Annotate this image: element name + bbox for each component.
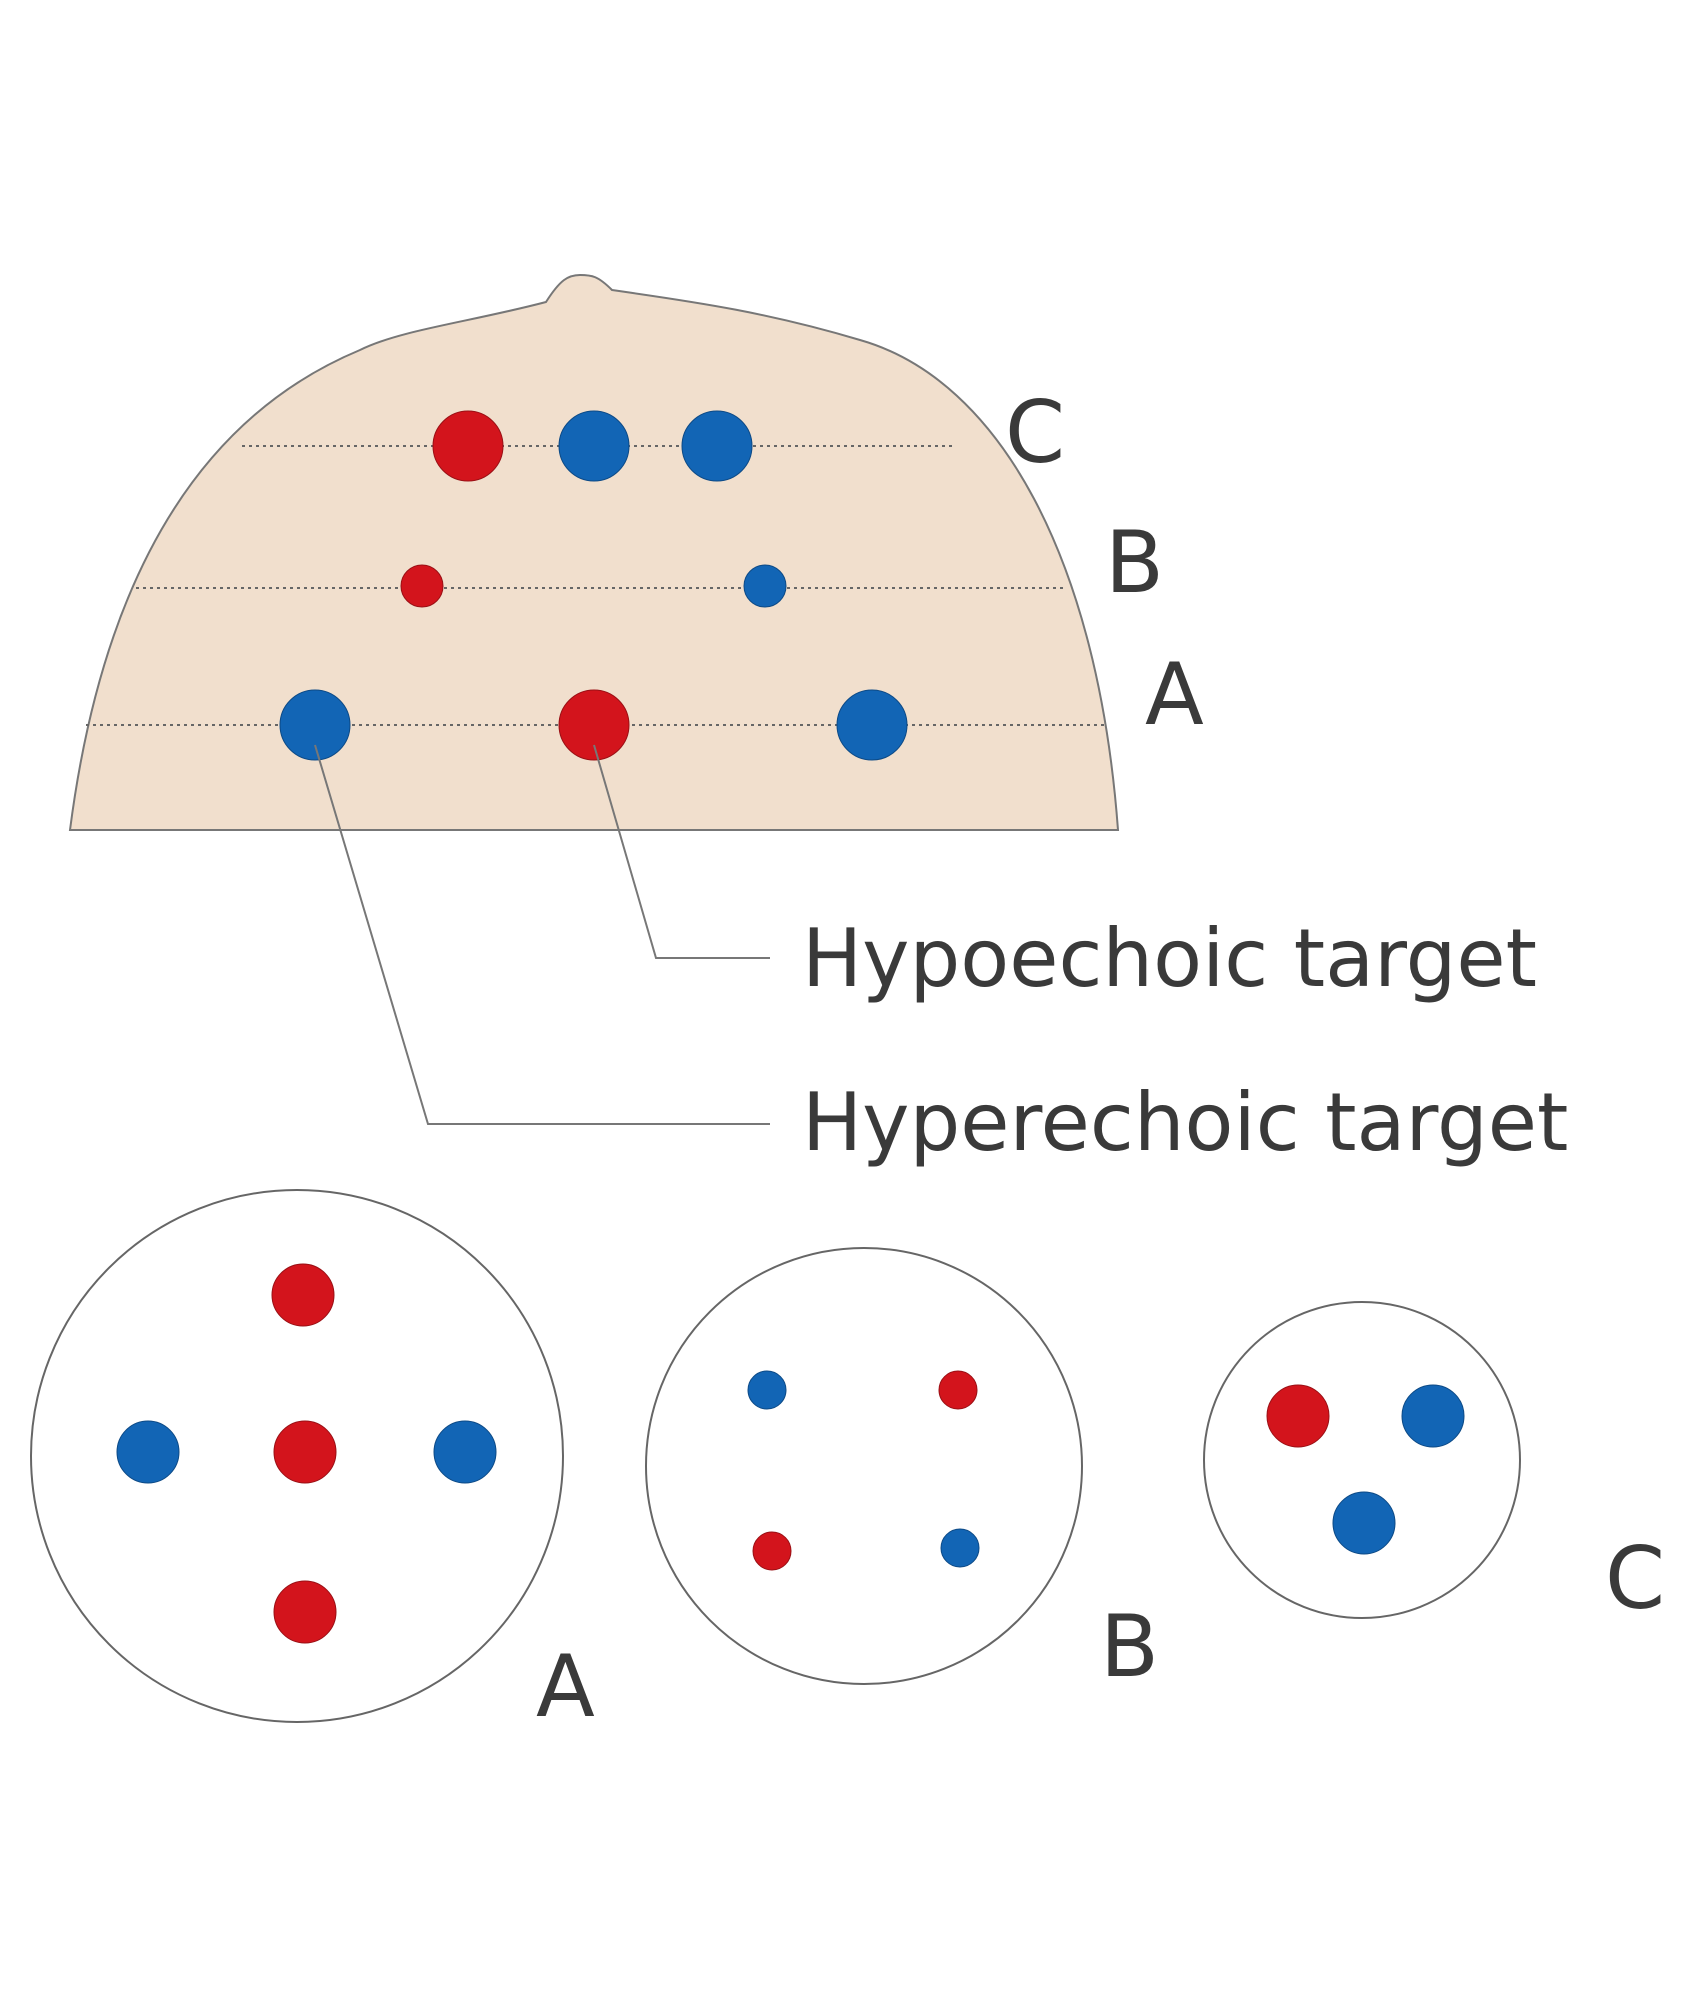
cross-section-label-a: A [536,1637,595,1737]
hyperechoic-target [558,410,630,482]
hypoechoic-target [273,1420,337,1484]
hyperechoic-target [681,410,753,482]
hyperechoic-target [116,1420,180,1484]
hypoechoic-target [432,410,504,482]
hyperechoic-target [1401,1384,1465,1448]
hypoechoic-target [273,1580,337,1644]
hypoechoic-target [1266,1384,1330,1448]
phantom-dome [68,273,1120,831]
hypoechoic-target [558,689,630,761]
hypoechoic-target [400,564,444,608]
hyperechoic-target [279,689,351,761]
hypoechoic-target [271,1263,335,1327]
hyperechoic-target [743,564,787,608]
hypoechoic-label: Hypoechoic target [802,912,1537,1005]
hyperechoic-target [940,1528,980,1568]
level-label-c: C [1005,383,1065,483]
cross-section-b [645,1247,1083,1685]
cross-section-label-c: C [1605,1529,1665,1629]
level-label-b: B [1105,513,1164,613]
cross-section-label-b: B [1100,1597,1159,1697]
cross-section-c [1203,1301,1521,1619]
hyperechoic-target [747,1370,787,1410]
level-label-a: A [1145,645,1204,745]
hypoechoic-leader-line [593,744,770,959]
hyperechoic-target [1332,1491,1396,1555]
hypoechoic-target [938,1370,978,1410]
hypoechoic-target [752,1531,792,1571]
hyperechoic-label: Hyperechoic target [802,1076,1568,1169]
hyperechoic-target [433,1420,497,1484]
hyperechoic-leader-line [314,744,770,1125]
hyperechoic-target [836,689,908,761]
